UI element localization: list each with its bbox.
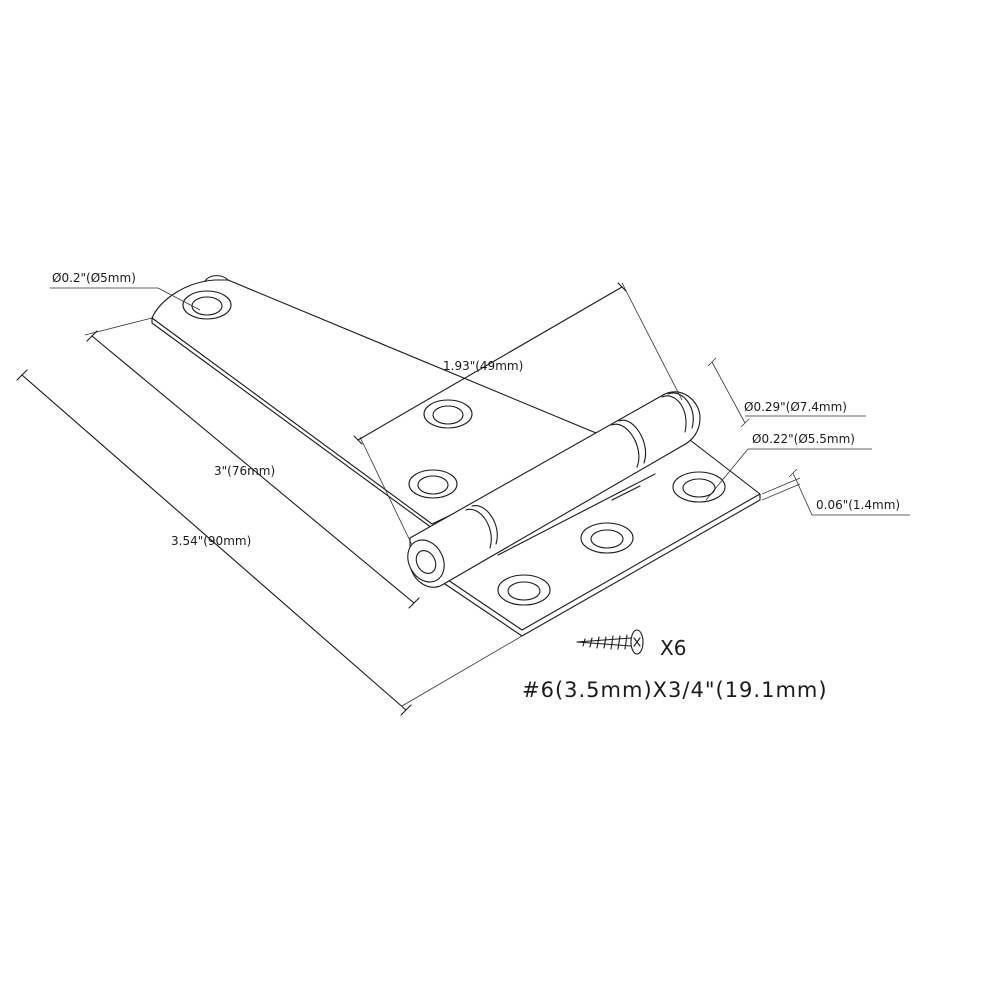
- hole-strap-tip: [182, 290, 232, 320]
- pin-dia-label: Ø0.22"(Ø5.5mm): [752, 432, 855, 446]
- thickness-label: 0.06"(1.4mm): [816, 498, 900, 512]
- screw-icon: [576, 629, 644, 655]
- hole-leaf-2: [580, 522, 634, 554]
- hole-leaf-3: [672, 471, 726, 503]
- dim-overall-length-label: 3.54"(90mm): [171, 534, 251, 548]
- dim-strap-length-label: 3"(76mm): [214, 464, 275, 478]
- dim-strap-length: 3"(76mm): [86, 330, 420, 609]
- leader-hole-dia: Ø0.2"(Ø5mm): [50, 271, 201, 311]
- hole-dia-label: Ø0.2"(Ø5mm): [52, 271, 136, 285]
- screw-spec: #6(3.5mm)X3/4"(19.1mm): [522, 678, 828, 702]
- knuckle-barrel: [407, 391, 701, 588]
- leader-knuckle-dia: Ø0.29"(Ø7.4mm): [707, 357, 866, 428]
- hole-strap-mid-2: [408, 469, 458, 499]
- leader-pin-dia: Ø0.22"(Ø5.5mm): [705, 432, 872, 501]
- dim-leaf-width-label: 1.93"(49mm): [443, 359, 523, 373]
- dim-leaf-width: 1.93"(49mm): [353, 282, 683, 546]
- hole-strap-mid-1: [423, 399, 473, 429]
- leader-thickness: 0.06"(1.4mm): [761, 468, 910, 516]
- screw-quantity: X6: [660, 636, 686, 660]
- hole-leaf-1: [497, 574, 551, 606]
- knuckle-dia-label: Ø0.29"(Ø7.4mm): [744, 400, 847, 414]
- dim-overall-length: 3.54"(90mm): [16, 317, 523, 716]
- mounting-holes: [182, 290, 726, 606]
